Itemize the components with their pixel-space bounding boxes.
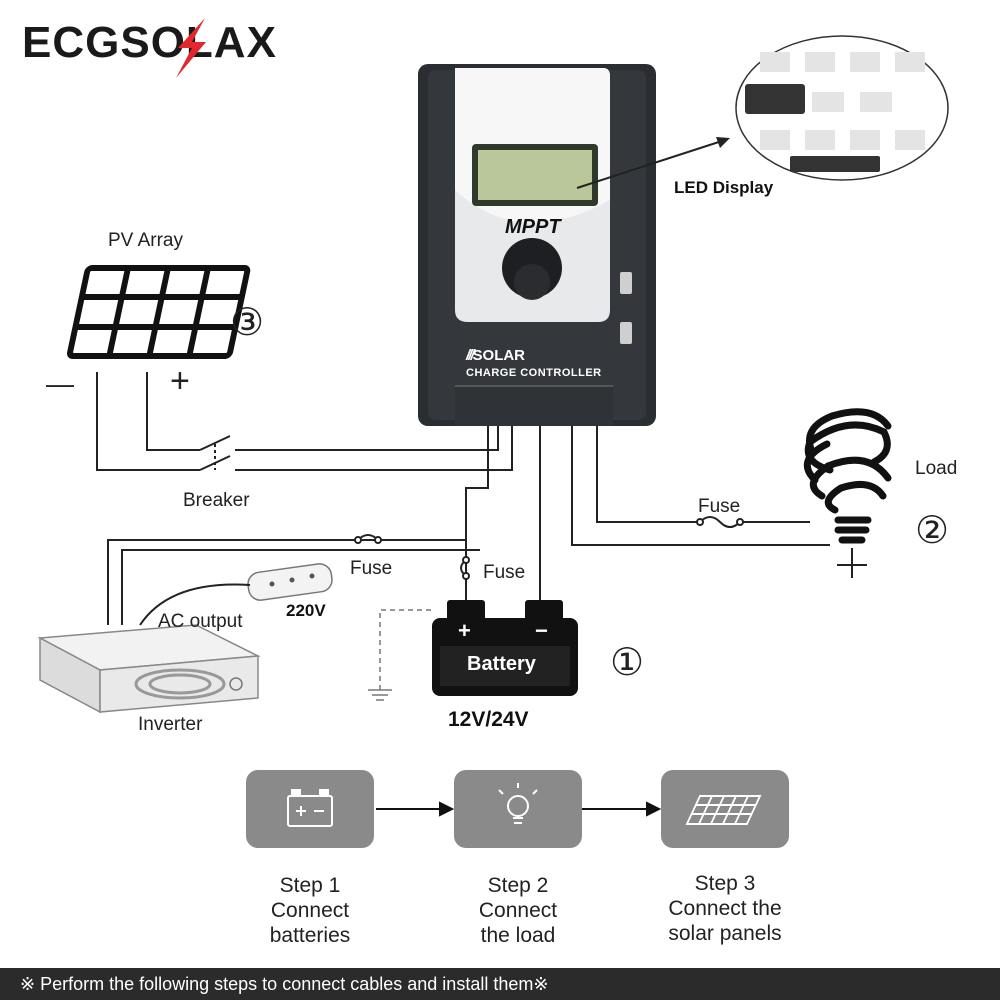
brand-logo: ECGSOLAX bbox=[22, 18, 277, 68]
logo-bolt-icon bbox=[176, 18, 206, 78]
step-3-box bbox=[661, 770, 789, 848]
load-label: Load bbox=[915, 458, 958, 479]
number-2: ② bbox=[915, 510, 950, 552]
battery-label: Battery bbox=[467, 653, 536, 675]
ac-output-label: AC output bbox=[158, 611, 243, 632]
led-display-label: LED Display bbox=[674, 178, 774, 197]
solar-label: ///SOLAR bbox=[466, 347, 526, 364]
fuse-battery-label: Fuse bbox=[483, 562, 526, 583]
footer-bar: ※ Perform the following steps to connect… bbox=[0, 968, 1000, 1000]
breaker-label: Breaker bbox=[183, 490, 250, 511]
ac-socket bbox=[247, 563, 333, 601]
led-display-inset bbox=[735, 35, 949, 181]
number-3: ③ bbox=[230, 302, 265, 344]
pv-minus: — bbox=[46, 368, 74, 399]
charge-controller bbox=[418, 64, 656, 426]
number-1: ① bbox=[610, 642, 645, 684]
mppt-label: MPPT bbox=[505, 216, 561, 238]
pv-array-label: PV Array bbox=[108, 230, 183, 251]
battery-voltage-label: 12V/24V bbox=[448, 708, 529, 731]
fuse-load-label: Fuse bbox=[698, 496, 741, 517]
fuse-inverter-label: Fuse bbox=[350, 558, 393, 579]
solar-panel bbox=[66, 265, 251, 359]
voltage-220-label: 220V bbox=[286, 601, 326, 620]
footer-text: ※ Perform the following steps to connect… bbox=[20, 974, 549, 994]
controller-subtitle: CHARGE CONTROLLER bbox=[466, 367, 602, 379]
logo-text: ECGSOLAX bbox=[22, 18, 277, 67]
pv-plus: + bbox=[170, 362, 190, 400]
battery-minus: − bbox=[535, 618, 548, 643]
step-2-box bbox=[454, 770, 582, 848]
inverter-device bbox=[37, 624, 261, 714]
step-1-box bbox=[246, 770, 374, 848]
battery-plus: + bbox=[458, 618, 471, 643]
inverter-label: Inverter bbox=[138, 714, 203, 735]
load-bulb bbox=[803, 408, 892, 544]
battery-device bbox=[432, 600, 578, 696]
